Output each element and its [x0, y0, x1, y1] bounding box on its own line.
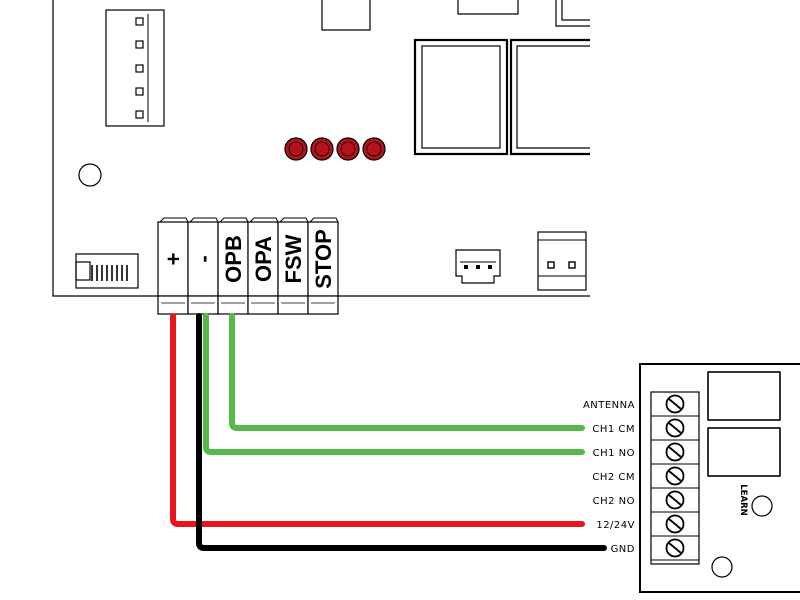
wires [170, 313, 607, 551]
screw-ch1-no[interactable] [651, 442, 699, 465]
terminal-label: OPB [221, 235, 246, 283]
receiver-terminal-block [650, 391, 700, 565]
terminal-label: OPA [251, 236, 276, 282]
side-connector [75, 253, 139, 289]
screw-12-24v[interactable] [651, 514, 699, 537]
terminal-opa[interactable]: OPA [247, 217, 279, 315]
board-outline [52, 0, 590, 297]
terminal-minus[interactable]: - [187, 217, 219, 315]
two-pin-connector [537, 231, 587, 291]
relay-block [413, 38, 590, 156]
terminal-label: STOP [311, 229, 336, 289]
component-top-3 [555, 0, 590, 27]
wire-minus-to-ch1-no [203, 313, 585, 455]
wire-minus-to-gnd [196, 313, 607, 551]
terminal-label: - [191, 255, 216, 262]
terminal-fsw[interactable]: FSW [277, 217, 309, 315]
receiver-module: LEARN [639, 363, 800, 593]
receiver-pin-labels: ANTENNA CH1 CM CH1 NO CH2 CM CH2 NO 12/24V GND [583, 400, 635, 555]
component-top-2 [457, 0, 519, 15]
pin-label-ch1-no: CH1 NO [593, 448, 635, 459]
pin-label-ch1-cm: CH1 CM [592, 424, 635, 435]
terminal-stop[interactable]: STOP [307, 217, 339, 315]
screw-gnd[interactable] [651, 538, 699, 561]
screw-antenna[interactable] [651, 394, 699, 417]
wire-opb-to-ch1-cm [229, 313, 585, 431]
led-1 [284, 137, 308, 161]
pin-label-gnd: GND [611, 544, 635, 555]
component-top-1 [321, 0, 371, 31]
receiver-relay-1 [707, 371, 781, 421]
terminal-opb[interactable]: OPB [217, 217, 249, 315]
pin-label-ch2-no: CH2 NO [593, 496, 635, 507]
mounting-hole [78, 163, 102, 187]
screw-ch1-cm[interactable] [651, 418, 699, 441]
terminal-label: + [161, 253, 186, 266]
led-row [284, 137, 386, 161]
screw-ch2-cm[interactable] [651, 466, 699, 489]
terminal-plus[interactable]: + [157, 217, 189, 315]
led-2 [310, 137, 334, 161]
screw-ch2-no[interactable] [651, 490, 699, 513]
jst-connector [455, 249, 501, 284]
pin-label-ch2-cm: CH2 CM [592, 472, 635, 483]
learn-label: LEARN [738, 484, 748, 515]
led-4 [362, 137, 386, 161]
led-3 [336, 137, 360, 161]
header-connector [105, 9, 165, 127]
learn-button[interactable] [751, 495, 773, 517]
terminal-label: FSW [281, 234, 306, 283]
wire-plus-to-12-24v [170, 313, 585, 527]
receiver-mounting-hole [711, 556, 733, 578]
pin-label-antenna: ANTENNA [583, 400, 635, 411]
receiver-relay-2 [707, 427, 781, 477]
pin-label-12-24v: 12/24V [596, 520, 635, 531]
receiver-screws [651, 394, 699, 561]
